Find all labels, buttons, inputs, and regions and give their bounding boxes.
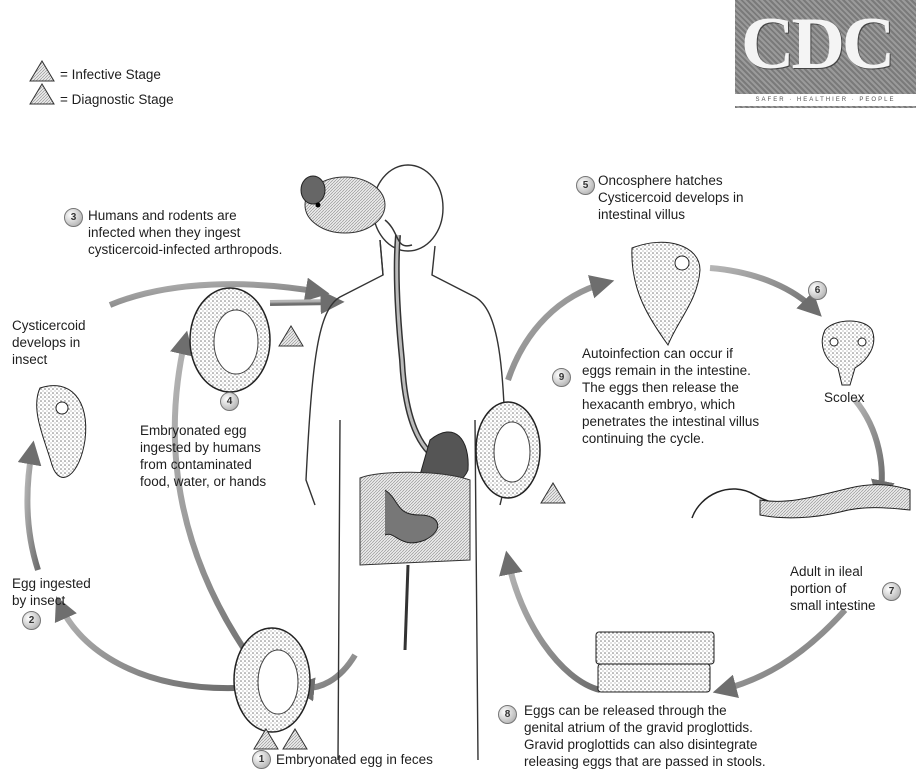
arrow-adult-to-proglottids <box>722 610 845 690</box>
egg-stage9 <box>476 402 540 498</box>
step-5-marker: 5 <box>576 176 595 195</box>
step-4-marker: 4 <box>220 392 239 411</box>
legend-diagnostic-text: = Diagnostic Stage <box>60 91 174 108</box>
step-8-marker: 8 <box>498 705 517 724</box>
arrow-insect-up <box>27 450 38 570</box>
arrow-6-to-adult <box>855 400 882 495</box>
cysticercoid-villus <box>632 242 700 345</box>
cdc-logo-text: CDC <box>741 2 892 87</box>
step-7-marker: 7 <box>882 582 901 601</box>
digestive-tract <box>360 235 470 650</box>
legend-symbols <box>30 61 54 104</box>
arrow-proglottids-to-egg9 <box>508 560 600 690</box>
step-2-marker: 2 <box>22 611 41 630</box>
arrow-feces-to-insect <box>60 605 235 688</box>
cysticercoid-insect <box>37 386 86 478</box>
step-6-label: Scolex <box>824 389 865 406</box>
step-3-marker: 3 <box>64 208 83 227</box>
adult-worm <box>692 485 910 518</box>
egg-stage4 <box>190 288 270 392</box>
egg-stage1 <box>234 628 310 732</box>
legend-infective-text: = Infective Stage <box>60 66 161 83</box>
gravid-proglottids <box>596 632 714 692</box>
step-1-text: Embryonated egg in feces <box>276 751 433 768</box>
step-1-marker: 1 <box>252 750 271 769</box>
arrow-5-to-6 <box>710 268 815 310</box>
human-figure <box>306 165 506 760</box>
cdc-logo: CDC SAFER · HEALTHIER · PEOPLE <box>735 0 916 108</box>
cdc-logo-tagline: SAFER · HEALTHIER · PEOPLE <box>735 94 916 106</box>
step-6-marker: 6 <box>808 281 827 300</box>
arrow-egg4-to-human <box>270 302 335 303</box>
scolex-image <box>822 321 874 385</box>
step-9-marker: 9 <box>552 368 571 387</box>
